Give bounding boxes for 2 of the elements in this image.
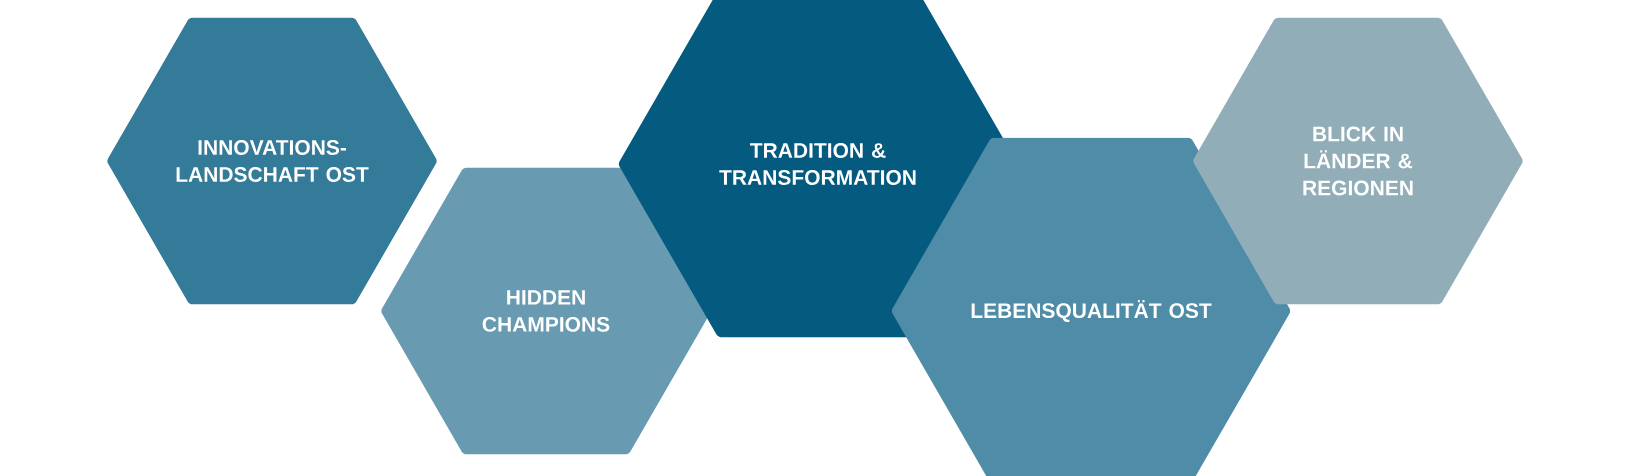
hexagon: HIDDEN CHAMPIONS — [381, 167, 711, 455]
hexagon: INNOVATIONS- LANDSCHAFT OST — [107, 17, 437, 305]
